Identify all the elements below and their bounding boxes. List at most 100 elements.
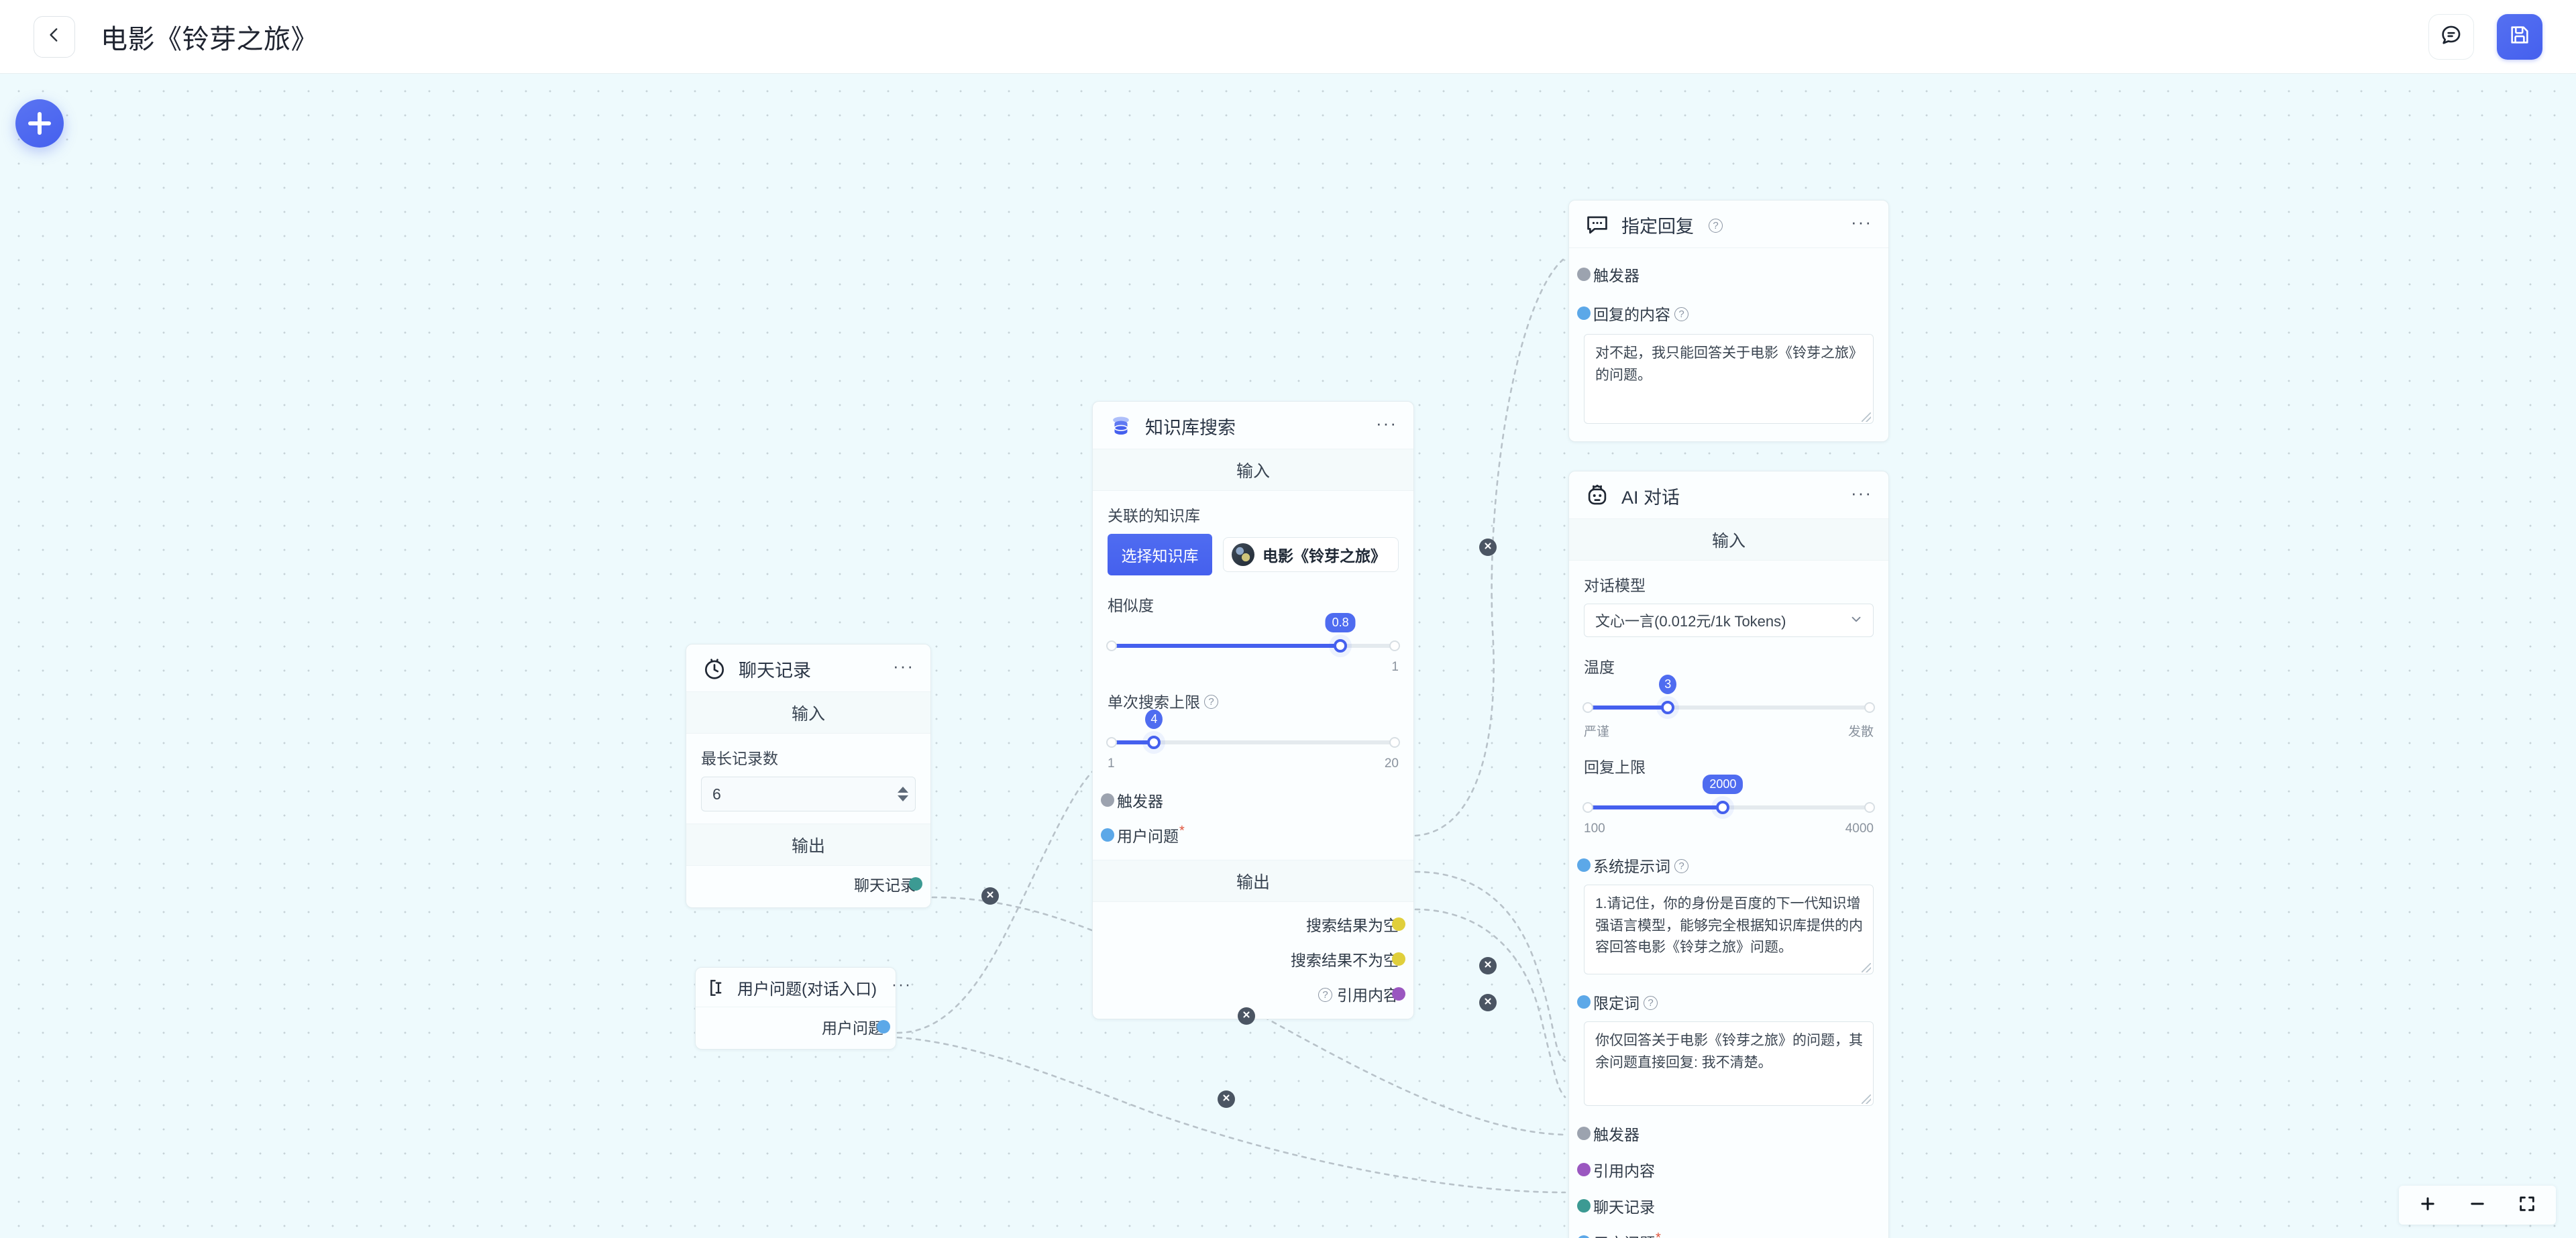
- zoom-in-button[interactable]: [2416, 1194, 2439, 1217]
- add-node-button[interactable]: [15, 99, 64, 148]
- node-knowledge-search[interactable]: 知识库搜索 ··· 输入 关联的知识库 选择知识库 电影《铃芽之旅》 相似度: [1092, 401, 1414, 1019]
- workflow-canvas[interactable]: 聊天记录 ··· 输入 最长记录数 6 输出 聊天记录: [0, 74, 2576, 1238]
- temperature-range: 严谨 发散: [1584, 722, 1874, 740]
- port-dot-reply-content[interactable]: [1577, 306, 1591, 320]
- edge-delete-button[interactable]: [981, 887, 999, 905]
- slider-fill: [1108, 644, 1341, 648]
- port-row-out-chat-history[interactable]: 聊天记录: [701, 871, 922, 897]
- knowledge-base-chip[interactable]: 电影《铃芽之旅》: [1223, 537, 1399, 572]
- node-chat-history[interactable]: 聊天记录 ··· 输入 最长记录数 6 输出 聊天记录: [686, 644, 931, 908]
- help-icon[interactable]: ?: [1674, 306, 1688, 321]
- node-menu-button[interactable]: ···: [1376, 413, 1397, 433]
- port-row-system-prompt[interactable]: 系统提示词 ?: [1577, 852, 1874, 878]
- close-x-icon: [1242, 1010, 1251, 1023]
- kb-field-label: 关联的知识库: [1108, 507, 1200, 524]
- port-dot-chat-history[interactable]: [1577, 1199, 1591, 1213]
- node-specified-reply[interactable]: 指定回复 ? ··· 触发器 回复的内容 ? 对不起，我只能回答关于电影《铃芽之…: [1568, 200, 1889, 442]
- select-knowledge-base-button[interactable]: 选择知识库: [1108, 534, 1212, 575]
- port-row-out-not-empty[interactable]: 搜索结果不为空: [1108, 946, 1405, 972]
- search-limit-slider[interactable]: 4: [1106, 710, 1400, 752]
- port-dot-search-empty[interactable]: [1392, 917, 1405, 931]
- port-row-out-empty[interactable]: 搜索结果为空: [1108, 911, 1405, 937]
- edge-delete-button[interactable]: [1479, 994, 1497, 1011]
- help-icon[interactable]: ?: [1674, 858, 1688, 873]
- stepper[interactable]: [898, 787, 908, 801]
- system-prompt-textarea[interactable]: 1.请记住，你的身份是百度的下一代知识增强语言模型，能够完全根据知识库提供的内容…: [1584, 885, 1874, 974]
- reply-limit-slider[interactable]: 2000: [1582, 775, 1875, 818]
- knowledge-base-avatar: [1232, 543, 1254, 566]
- help-icon[interactable]: ?: [1644, 995, 1658, 1010]
- qualifier-textarea[interactable]: 你仅回答关于电影《铃芽之旅》的问题，其余问题直接回复: 我不清楚。: [1584, 1021, 1874, 1106]
- port-dot-trigger[interactable]: [1577, 268, 1591, 281]
- node-header: AI 对话 ···: [1569, 471, 1888, 519]
- section-input-label: 输入: [1093, 449, 1413, 491]
- help-icon[interactable]: ?: [1318, 987, 1332, 1002]
- slider-knob[interactable]: [1661, 701, 1675, 714]
- port-row-out-citation[interactable]: ? 引用内容: [1108, 981, 1405, 1007]
- plus-icon: [2418, 1194, 2437, 1217]
- temperature-right-label: 发散: [1847, 725, 1874, 739]
- port-row-out-user-question[interactable]: 用户问题: [708, 1014, 890, 1039]
- close-x-icon: [1483, 997, 1493, 1009]
- model-select[interactable]: 文心一言(0.012元/1k Tokens): [1584, 604, 1874, 637]
- stepper-down-icon[interactable]: [898, 795, 908, 801]
- port-row-in-trigger[interactable]: 触发器: [1101, 787, 1399, 813]
- port-dot-trigger[interactable]: [1101, 793, 1114, 807]
- port-row-in-user-question[interactable]: 用户问题 *: [1101, 822, 1399, 848]
- port-dot-citation[interactable]: [1392, 987, 1405, 1001]
- port-row-in-trigger[interactable]: 触发器: [1577, 1121, 1874, 1146]
- port-row-in-chat-history[interactable]: 聊天记录: [1577, 1193, 1874, 1219]
- help-icon[interactable]: ?: [1204, 694, 1218, 709]
- port-dot-qualifier[interactable]: [1577, 995, 1591, 1009]
- fit-view-button[interactable]: [2516, 1194, 2538, 1217]
- port-row-reply-content[interactable]: 回复的内容 ?: [1577, 300, 1874, 326]
- node-header: 聊天记录 ···: [686, 644, 930, 692]
- node-menu-button[interactable]: ···: [893, 656, 914, 676]
- similarity-max: 1: [1391, 660, 1399, 674]
- slider-knob[interactable]: [1334, 639, 1348, 653]
- port-dot-user-question[interactable]: [1101, 828, 1114, 842]
- node-menu-button[interactable]: ···: [891, 975, 912, 994]
- reply-limit-range: 100 4000: [1584, 822, 1874, 836]
- help-icon[interactable]: ?: [1709, 218, 1723, 233]
- port-row-qualifier[interactable]: 限定词 ?: [1577, 989, 1874, 1015]
- zoom-out-button[interactable]: [2466, 1194, 2489, 1217]
- port-dot-user-question[interactable]: [1577, 1235, 1591, 1238]
- port-dot-system-prompt[interactable]: [1577, 858, 1591, 872]
- port-label: 触发器: [1593, 1126, 1640, 1143]
- port-row-in-citation[interactable]: 引用内容: [1577, 1157, 1874, 1182]
- port-dot-chat-history[interactable]: [909, 877, 922, 891]
- reply-content-textarea[interactable]: 对不起，我只能回答关于电影《铃芽之旅》的问题。: [1584, 334, 1874, 424]
- node-ai-chat[interactable]: AI 对话 ··· 输入 对话模型 文心一言(0.012元/1k Tokens)…: [1568, 471, 1889, 1238]
- temperature-slider[interactable]: 3: [1582, 675, 1875, 718]
- port-label: 聊天记录: [1593, 1198, 1655, 1216]
- node-user-question[interactable]: 用户问题(对话入口) ··· 用户问题: [695, 967, 910, 1050]
- edge-delete-button[interactable]: [1218, 1090, 1235, 1108]
- node-title: AI 对话: [1621, 487, 1680, 508]
- node-header: 指定回复 ? ···: [1569, 201, 1888, 248]
- edge-delete-button[interactable]: [1479, 539, 1497, 556]
- slider-track: [1108, 740, 1399, 744]
- similarity-slider[interactable]: 0.8: [1106, 613, 1400, 656]
- port-dot-citation[interactable]: [1577, 1163, 1591, 1176]
- max-records-input[interactable]: 6: [701, 777, 916, 811]
- port-dot-trigger[interactable]: [1577, 1127, 1591, 1140]
- node-menu-button[interactable]: ···: [1851, 483, 1872, 503]
- slider-knob[interactable]: [1716, 801, 1730, 814]
- port-dot-user-question[interactable]: [877, 1020, 890, 1033]
- port-label: 触发器: [1593, 267, 1640, 284]
- chat-preview-button[interactable]: [2428, 13, 2474, 60]
- port-dot-search-not-empty[interactable]: [1392, 952, 1405, 966]
- port-row-in-user-question[interactable]: 用户问题 *: [1577, 1229, 1874, 1238]
- edge-delete-button[interactable]: [1238, 1007, 1255, 1025]
- temperature-field: 温度 3 严谨 发散: [1582, 655, 1875, 740]
- edge-delete-button[interactable]: [1479, 957, 1497, 974]
- port-row-in-trigger[interactable]: 触发器: [1577, 262, 1874, 287]
- node-menu-button[interactable]: ···: [1851, 212, 1872, 232]
- slider-knob[interactable]: [1147, 736, 1161, 749]
- back-button[interactable]: [34, 15, 75, 58]
- similarity-label: 相似度: [1108, 597, 1154, 614]
- stepper-up-icon[interactable]: [898, 787, 908, 793]
- slider-track: [1584, 706, 1874, 710]
- save-button[interactable]: [2497, 13, 2542, 60]
